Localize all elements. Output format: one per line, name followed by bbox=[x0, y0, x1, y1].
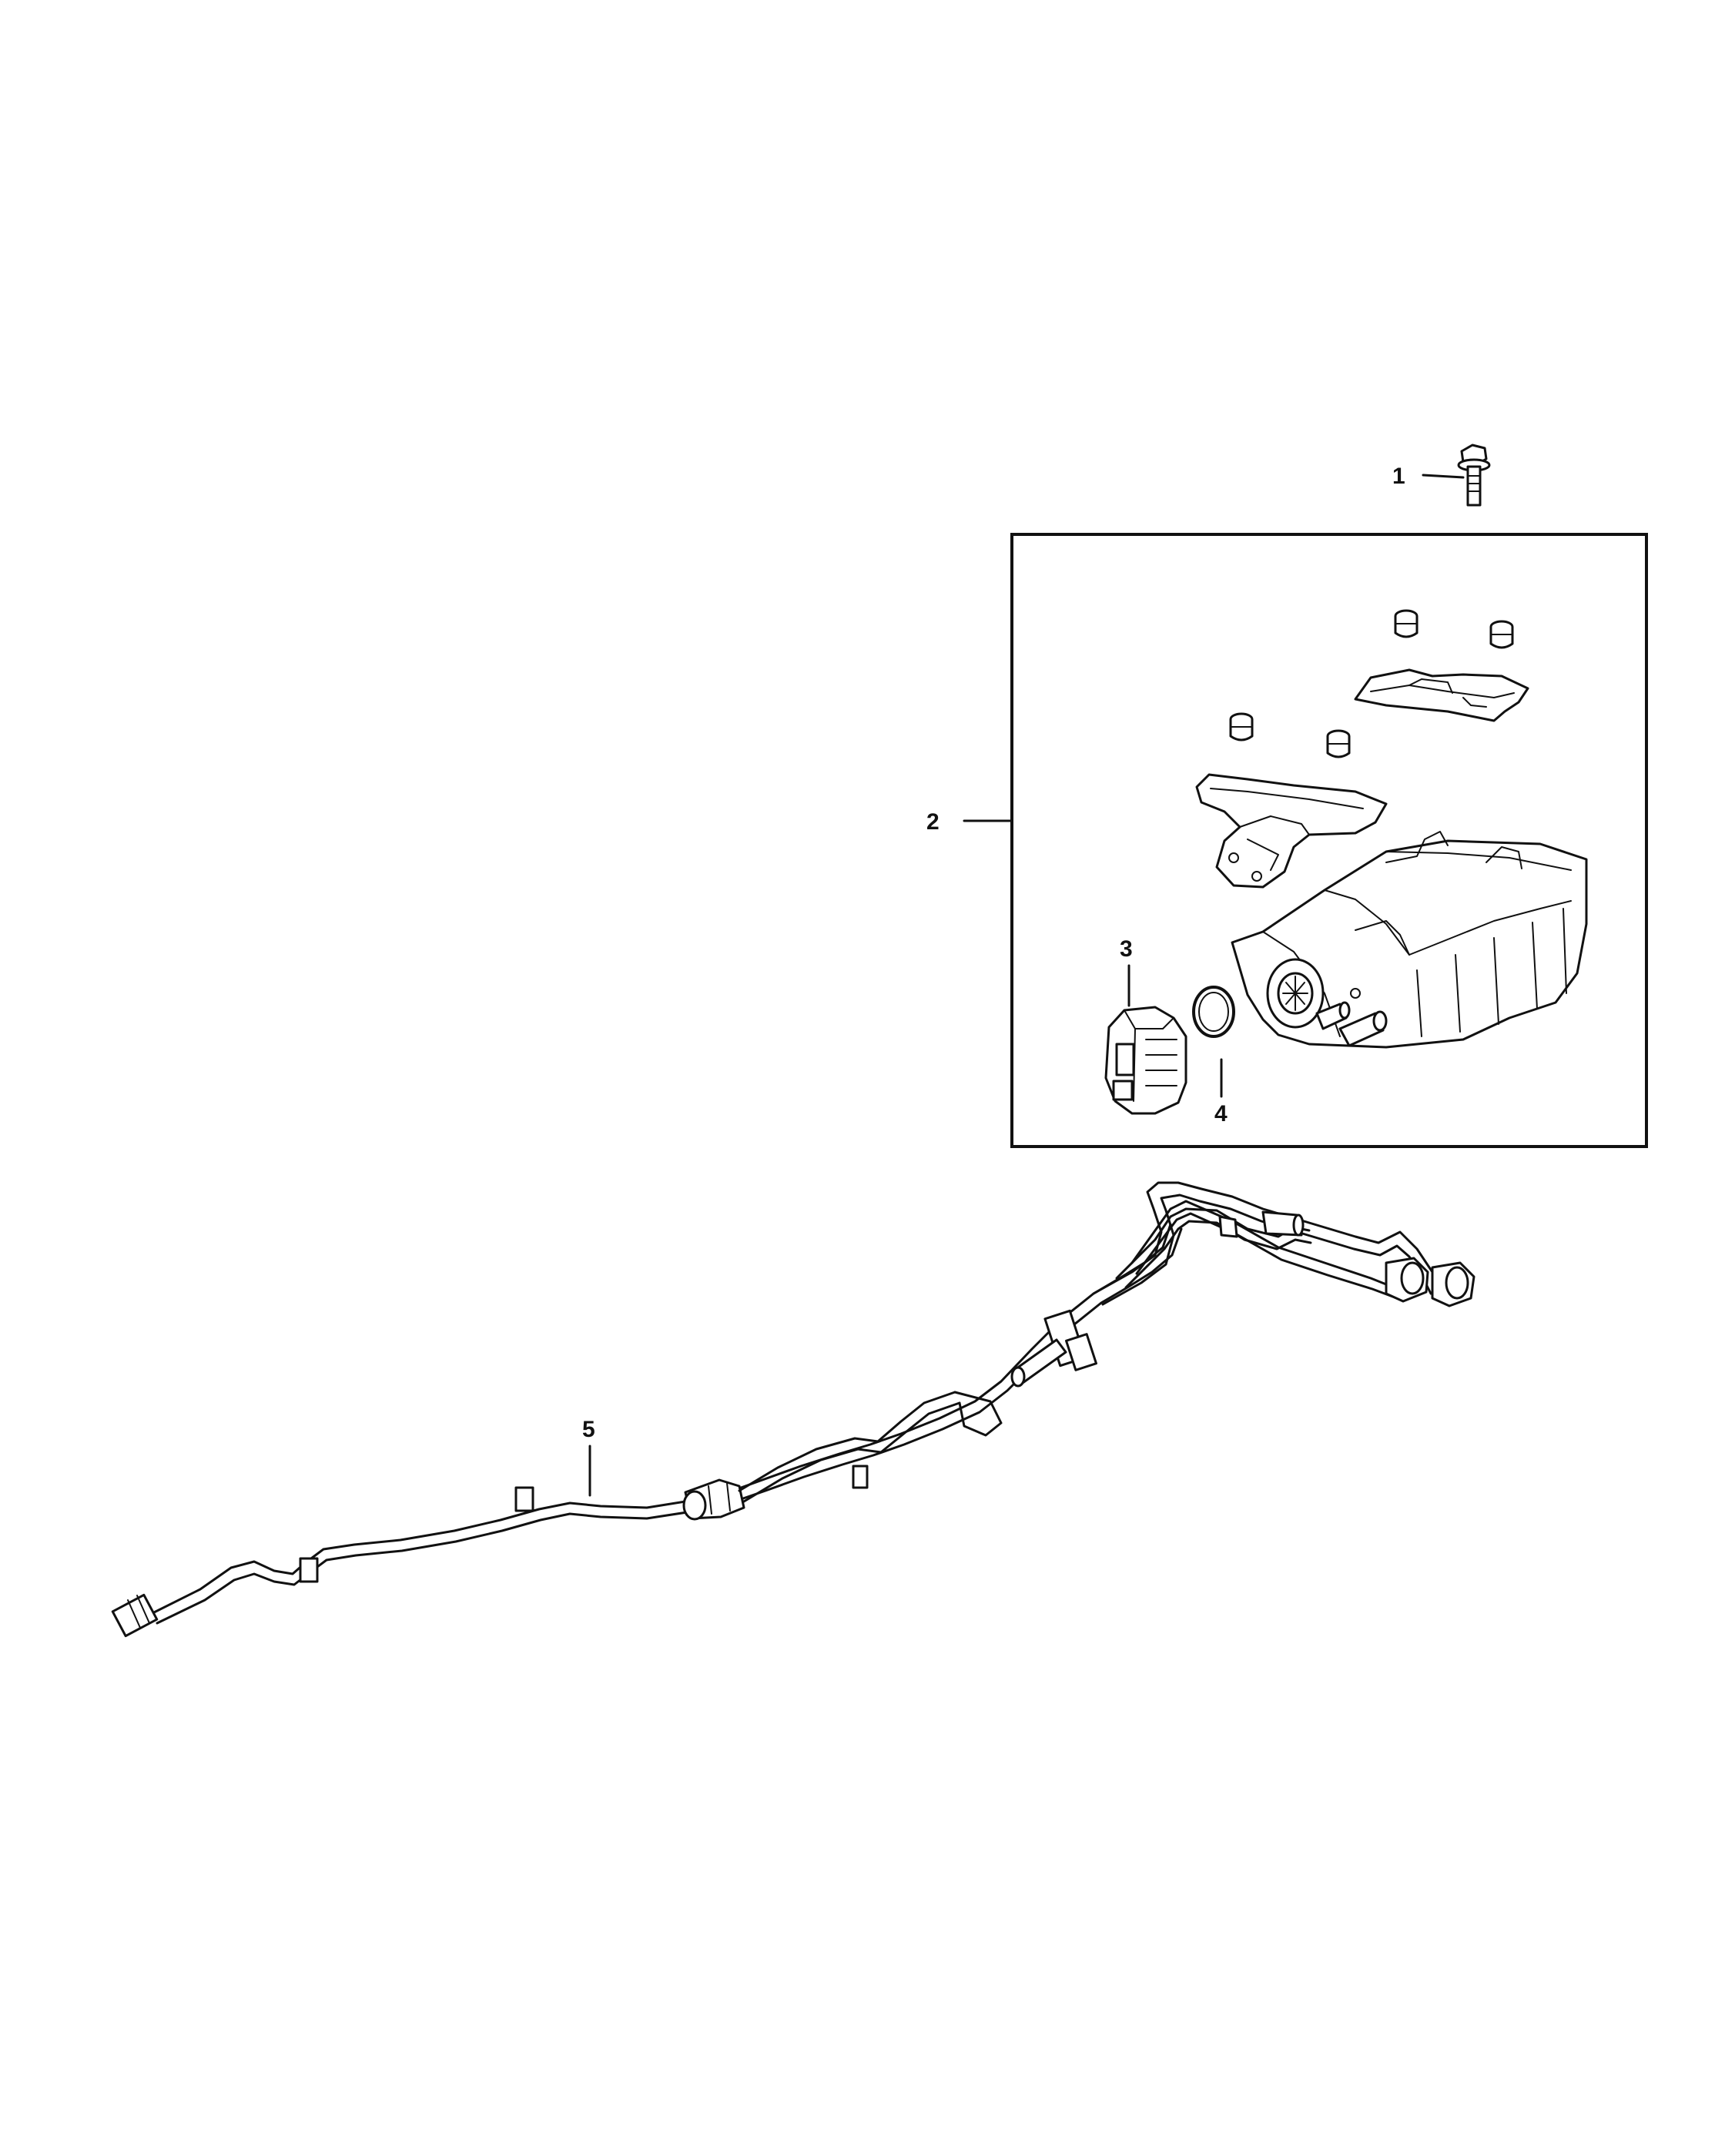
bracket-plate-icon bbox=[1354, 668, 1529, 722]
callout-2[interactable]: 2 bbox=[926, 809, 1013, 835]
vent-valve-icon bbox=[1104, 1006, 1187, 1115]
callout-5[interactable]: 5 bbox=[582, 1417, 595, 1497]
callout-4-label: 4 bbox=[1214, 1101, 1228, 1127]
nut-icon bbox=[1326, 729, 1351, 758]
kit-frame bbox=[1010, 533, 1648, 1148]
canister-icon bbox=[1231, 831, 1588, 1049]
callout-4[interactable]: 4 bbox=[1214, 1058, 1228, 1127]
bracket-icon bbox=[1195, 773, 1388, 889]
nut-icon bbox=[1229, 712, 1254, 742]
callout-1-leader bbox=[1422, 474, 1465, 479]
bolt-icon bbox=[1457, 444, 1491, 507]
nut-icon bbox=[1489, 620, 1514, 649]
callout-3[interactable]: 3 bbox=[1120, 936, 1133, 1007]
vapor-line-icon bbox=[111, 1181, 1475, 1638]
callout-1-label: 1 bbox=[1392, 464, 1405, 489]
nut-icon bbox=[1394, 609, 1419, 638]
callout-1[interactable]: 1 bbox=[1392, 464, 1465, 489]
o-ring-icon bbox=[1192, 986, 1235, 1038]
callout-5-label: 5 bbox=[582, 1417, 595, 1442]
callout-3-label: 3 bbox=[1120, 936, 1133, 962]
callout-2-label: 2 bbox=[926, 809, 940, 835]
